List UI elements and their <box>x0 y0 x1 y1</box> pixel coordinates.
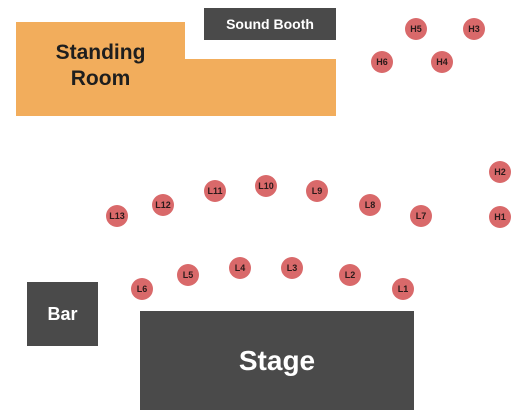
table-seat[interactable]: L1 <box>392 278 414 300</box>
standing-room-area-extension[interactable] <box>16 59 336 116</box>
standing-room-label-line1: Standing <box>55 41 146 64</box>
table-seat[interactable]: L2 <box>339 264 361 286</box>
standing-room-area[interactable] <box>16 22 185 62</box>
table-seat[interactable]: L9 <box>306 180 328 202</box>
bar-area: Bar <box>27 282 98 346</box>
stage: Stage <box>140 311 414 410</box>
table-seat[interactable]: L3 <box>281 257 303 279</box>
table-seat[interactable]: L6 <box>131 278 153 300</box>
sound-booth: Sound Booth <box>204 8 336 40</box>
table-seat[interactable]: H6 <box>371 51 393 73</box>
table-seat[interactable]: L10 <box>255 175 277 197</box>
table-seat[interactable]: L8 <box>359 194 381 216</box>
table-seat[interactable]: L12 <box>152 194 174 216</box>
table-seat[interactable]: H2 <box>489 161 511 183</box>
table-seat[interactable]: H3 <box>463 18 485 40</box>
table-seat[interactable]: L4 <box>229 257 251 279</box>
table-seat[interactable]: H4 <box>431 51 453 73</box>
table-seat[interactable]: H1 <box>489 206 511 228</box>
standing-room-label-line2: Room <box>70 67 131 90</box>
stage-label: Stage <box>238 344 316 376</box>
table-seat[interactable]: L11 <box>204 180 226 202</box>
table-seat[interactable]: H5 <box>405 18 427 40</box>
sound-booth-label: Sound Booth <box>226 16 314 32</box>
bar-label: Bar <box>47 303 78 324</box>
table-seat[interactable]: L5 <box>177 264 199 286</box>
standing-room-label: Standing Room <box>16 40 185 92</box>
table-seat[interactable]: L7 <box>410 205 432 227</box>
table-seat[interactable]: L13 <box>106 205 128 227</box>
